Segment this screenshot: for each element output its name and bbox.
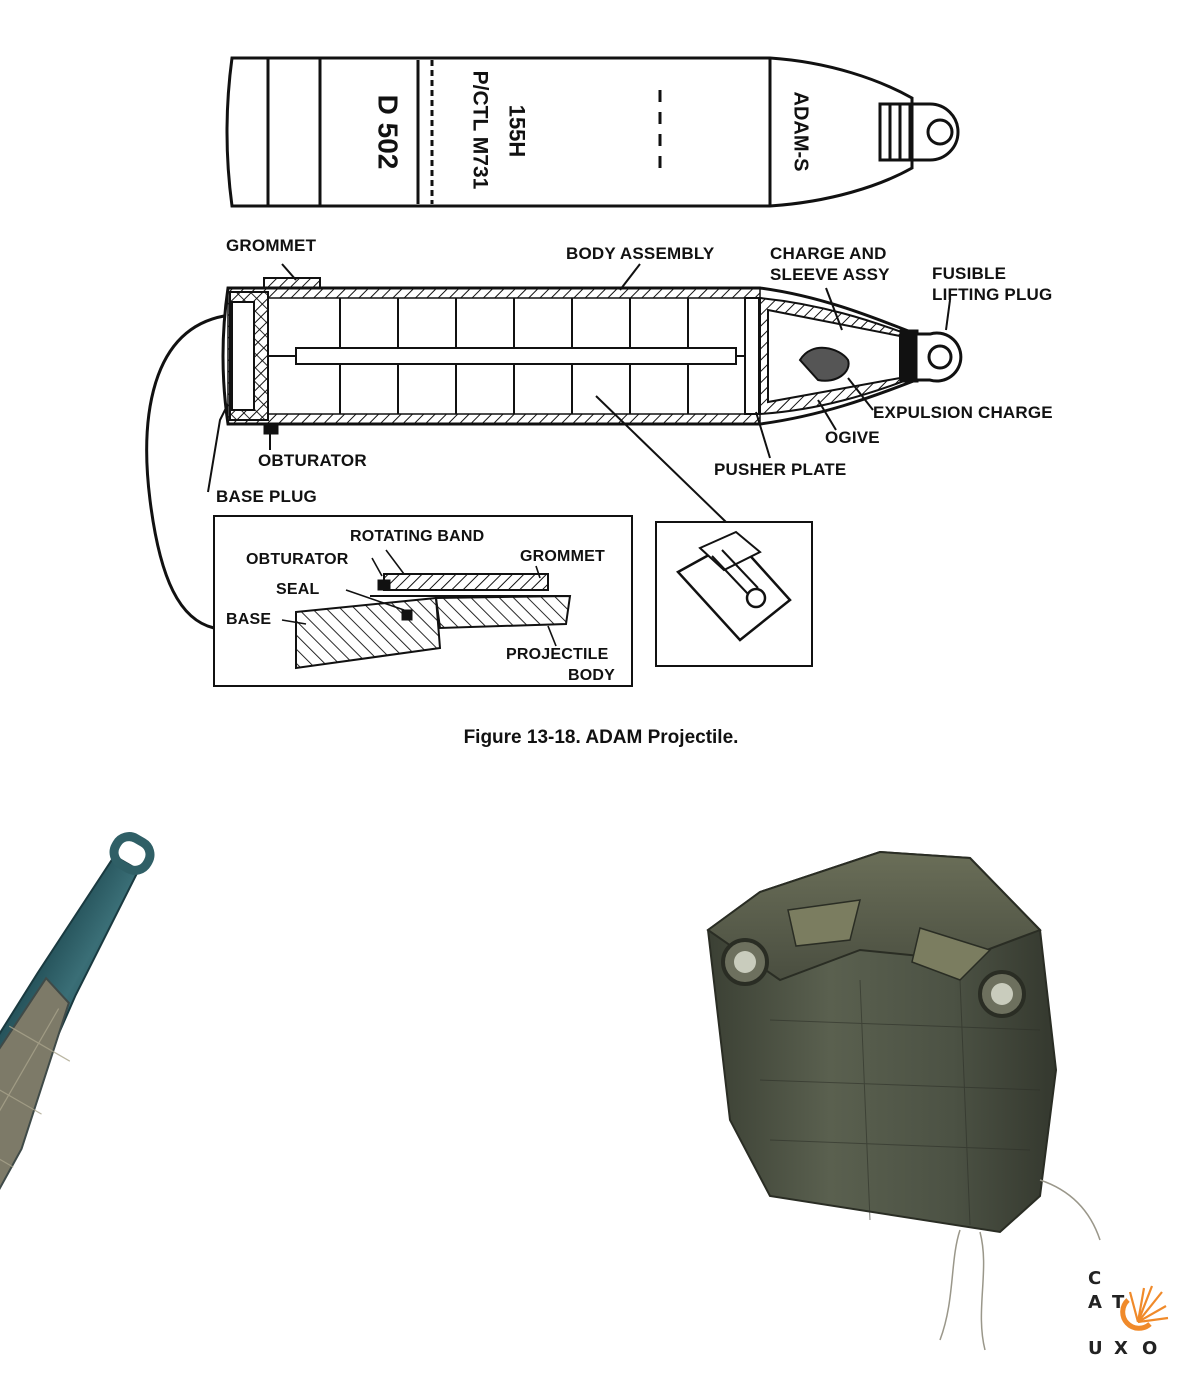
submunition-inset (655, 521, 813, 667)
figure-caption: Figure 13-18. ADAM Projectile. (463, 727, 739, 748)
leader-lines (145, 263, 951, 630)
catuxo-logo: C A T U X O (1080, 1268, 1170, 1368)
logo-letter: X (1114, 1338, 1128, 1359)
label-grommet: GROMMET (226, 236, 317, 255)
mine-photo (706, 850, 1101, 1351)
shell-photo (0, 832, 155, 1379)
label-charge-sleeve-1: CHARGE AND (770, 244, 887, 263)
logo-letter: C (1088, 1268, 1102, 1289)
inset-label-grommet: GROMMET (520, 548, 605, 565)
inset-label-obturator: OBTURATOR (246, 551, 349, 568)
marking-pctl: P/CTL M731 (468, 70, 492, 190)
marking-155h: 155H (504, 104, 530, 158)
projectile-exterior (225, 56, 960, 208)
label-body-assembly: BODY ASSEMBLY (566, 244, 715, 263)
logo-letter: U (1088, 1338, 1103, 1359)
inset-label-rotating-band: ROTATING BAND (350, 528, 485, 545)
inset-detail (213, 515, 633, 687)
label-fusible-1: FUSIBLE (932, 264, 1007, 283)
label-pusher-plate: PUSHER PLATE (714, 460, 847, 479)
label-obturator: OBTURATOR (258, 451, 367, 470)
inset-label-base: BASE (226, 611, 272, 628)
logo-letter: A (1088, 1292, 1102, 1313)
label-expulsion-charge: EXPULSION CHARGE (873, 403, 1053, 422)
marking-adam-s: ADAM-S (789, 91, 812, 172)
label-fusible-2: LIFTING PLUG (932, 285, 1053, 304)
projectile-cutaway (221, 277, 963, 435)
inset-label-projectile: PROJECTILE (506, 646, 609, 663)
inset-label-body: BODY (568, 667, 616, 684)
label-ogive: OGIVE (825, 428, 880, 447)
logo-letter: T (1112, 1292, 1125, 1313)
label-base-plug: BASE PLUG (216, 487, 317, 506)
logo-burst-icon (1128, 1285, 1169, 1324)
inset-label-seal: SEAL (276, 581, 320, 598)
logo-arc-icon (1120, 1298, 1152, 1331)
label-charge-sleeve-2: SLEEVE ASSY (770, 265, 890, 284)
logo-letter: O (1142, 1338, 1158, 1359)
marking-d502: D 502 (372, 94, 404, 170)
